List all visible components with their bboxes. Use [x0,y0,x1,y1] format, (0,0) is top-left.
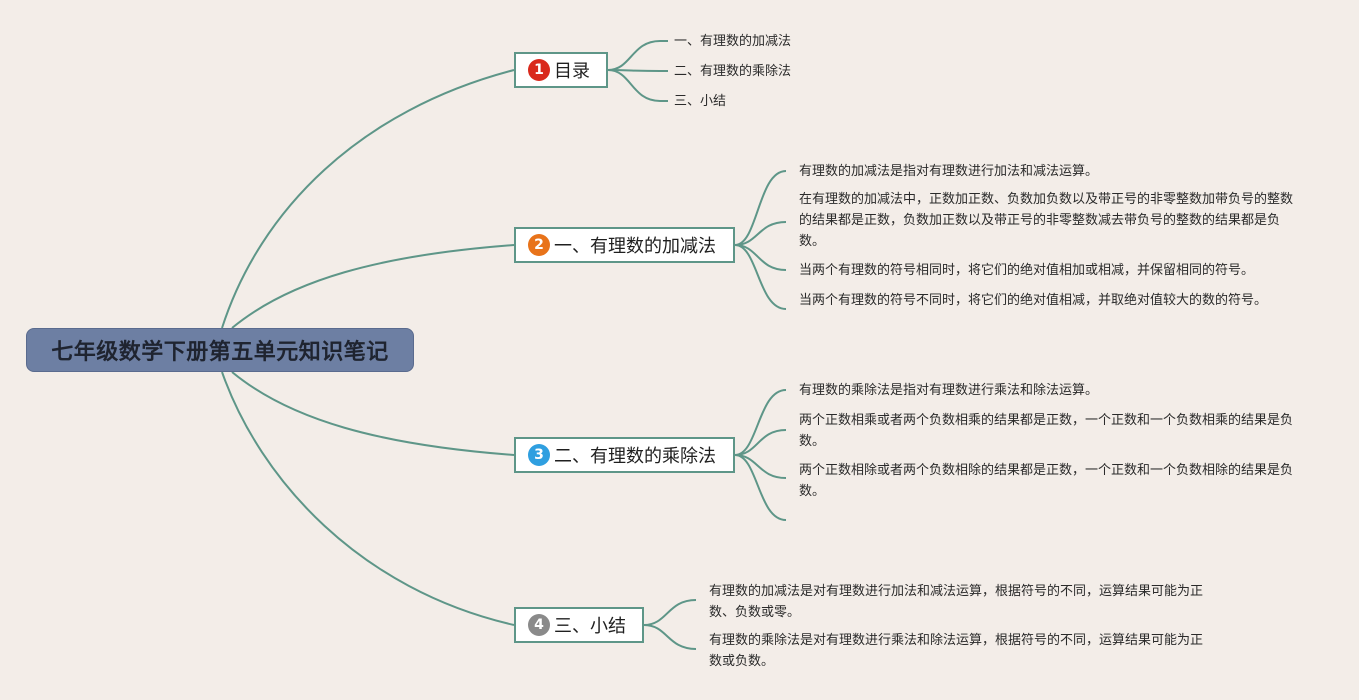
connector-branch-4-leaf-1 [643,599,697,626]
leaf-topic[interactable]: 两个正数相乘或者两个负数相乘的结果都是正数，一个正数和一个负数相乘的结果是负数。 [799,413,1294,449]
root-topic[interactable]: 七年级数学下册第五单元知识笔记 [26,328,414,372]
branch-label: 目录 [554,61,590,82]
number-1-icon: 1 [528,59,550,81]
branch-label: 二、有理数的乘除法 [554,446,716,467]
root-title: 七年级数学下册第五单元知识笔记 [51,340,389,365]
branch-summary[interactable]: 4 三、小结 [514,607,644,643]
connector-branch-2-leaf-4 [734,244,787,310]
leaf-topic[interactable]: 有理数的加减法是对有理数进行加法和减法运算，根据符号的不同，运算结果可能为正数、… [709,584,1204,620]
connector-branch-4-leaf-2 [643,624,697,650]
leaf-topic[interactable]: 有理数的乘除法是指对有理数进行乘法和除法运算。 [799,383,1099,398]
connector-branch-1-leaf-3 [607,69,661,102]
connector-branch-3-leaf-4 [734,454,787,521]
branch-multiplication-division[interactable]: 3 二、有理数的乘除法 [514,437,735,473]
leaf-topic[interactable]: 当两个有理数的符号相同时，将它们的绝对值相加或相减，并保留相同的符号。 [799,263,1255,278]
branch-label: 三、小结 [554,616,626,637]
leaf-topic[interactable]: 三、小结 [674,94,727,109]
connector-branch-2-leaf-1 [734,170,787,246]
connector-branch-2-leaf-2 [734,221,787,246]
branch-label: 一、有理数的加减法 [554,236,716,257]
connector-root-branch-1 [221,69,515,329]
leaf-topic[interactable]: 一、有理数的加减法 [674,34,792,49]
leaf-topic[interactable]: 二、有理数的乘除法 [674,64,792,79]
connector-branch-1-leaf-1 [607,40,661,71]
number-2-icon: 2 [528,234,550,256]
leaf-topic[interactable]: 有理数的加减法是指对有理数进行加法和减法运算。 [799,164,1099,179]
leaf-topic-empty[interactable] [799,506,1294,520]
leaf-topic[interactable]: 有理数的乘除法是对有理数进行乘法和除法运算，根据符号的不同，运算结果可能为正数或… [709,633,1204,669]
connector-root-branch-3 [231,371,515,456]
connector-branch-3-leaf-2 [734,429,787,456]
leaf-topic[interactable]: 两个正数相除或者两个负数相除的结果都是正数，一个正数和一个负数相除的结果是负数。 [799,463,1294,499]
number-3-icon: 3 [528,444,550,466]
connector-branch-3-leaf-1 [734,389,787,456]
leaf-topic[interactable]: 当两个有理数的符号不同时，将它们的绝对值相减，并取绝对值较大的数的符号。 [799,293,1268,308]
number-4-icon: 4 [528,614,550,636]
connector-root-branch-4 [221,371,515,626]
leaf-topic[interactable]: 在有理数的加减法中，正数加正数、负数加负数以及带正号的非零整数加带负号的整数的结… [799,192,1294,249]
branch-addition-subtraction[interactable]: 2 一、有理数的加减法 [514,227,735,263]
connector-root-branch-2 [231,244,515,329]
branch-contents[interactable]: 1 目录 [514,52,608,88]
